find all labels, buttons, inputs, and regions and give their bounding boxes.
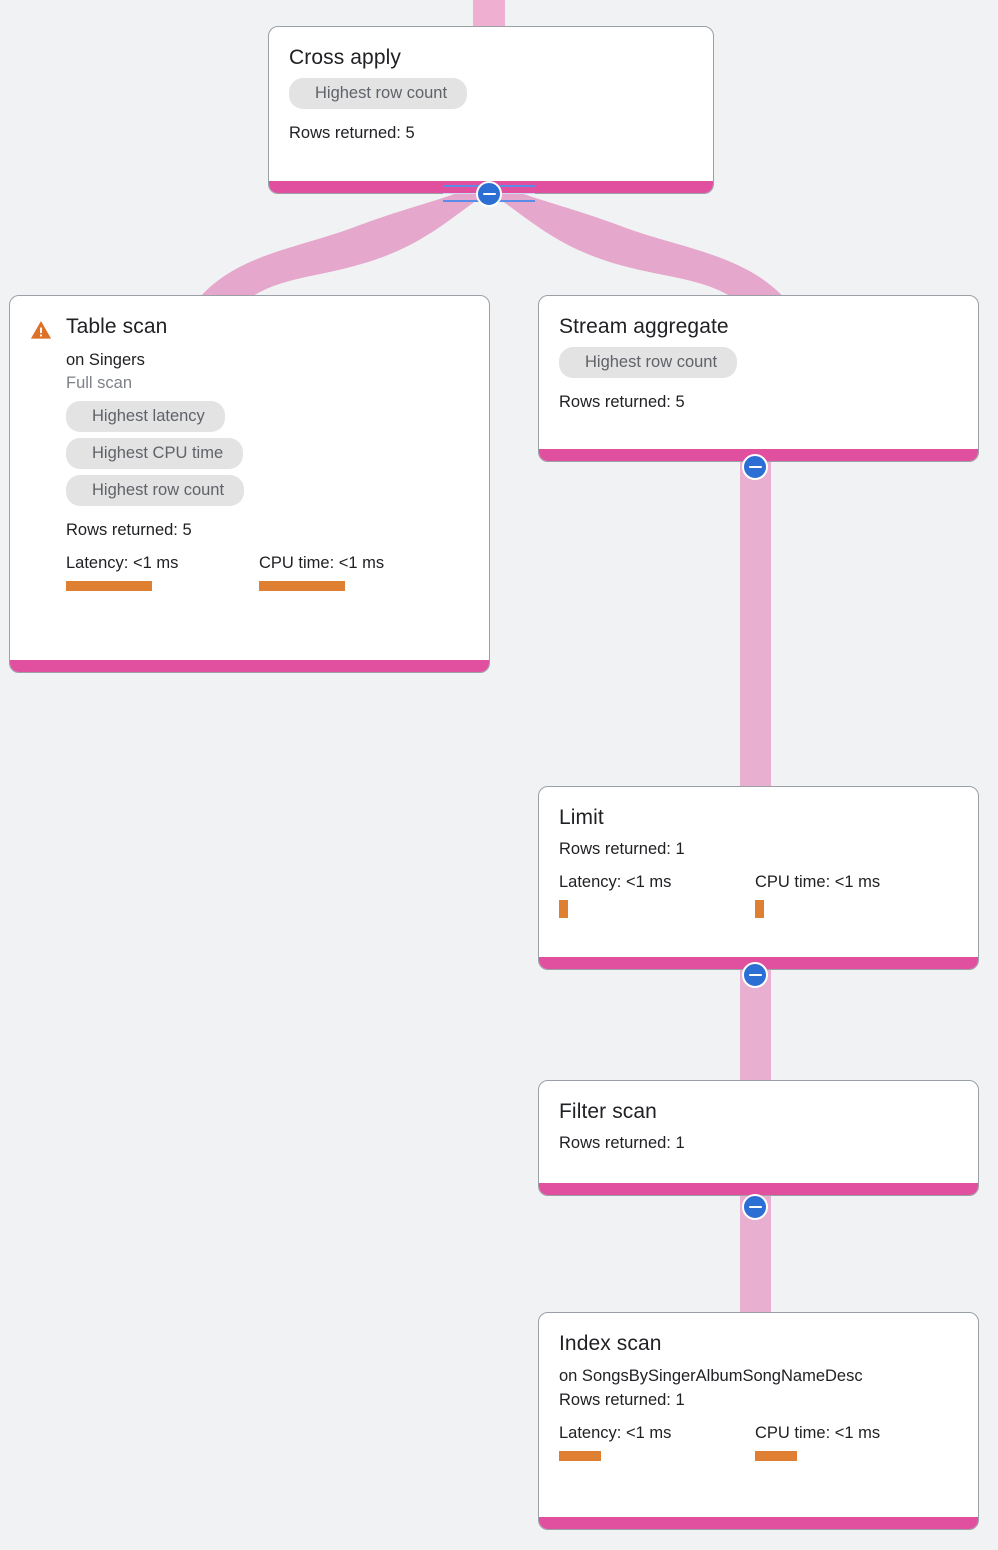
chip-highest-row-count: Highest row count: [289, 78, 468, 109]
node-title-row: Stream aggregate: [559, 314, 958, 340]
node-rows-returned: Rows returned: 1: [559, 1134, 685, 1152]
node-title-row: Cross apply: [289, 45, 693, 71]
node-chip-list: Highest latency Highest CPU time Highest…: [66, 401, 469, 512]
metric-latency-label: Latency: <1 ms: [559, 1424, 672, 1442]
chip-highest-row-count: Highest row count: [559, 347, 738, 378]
warning-triangle-icon: [30, 321, 52, 339]
node-body: Cross apply Highest row count Rows retur…: [269, 27, 713, 181]
metric-latency: Latency: <1 ms: [559, 872, 755, 918]
node-metrics: Latency: <1 ms CPU time: <1 ms: [66, 553, 469, 591]
node-target: on Singers: [66, 351, 145, 369]
minus-circle-icon: [748, 465, 762, 469]
metric-latency-bar: [559, 900, 568, 918]
metric-latency-bar: [66, 581, 152, 591]
node-body: Table scan on Singers Full scan Highest …: [10, 296, 489, 660]
edge-cross-apply-to-table-scan: [190, 186, 489, 310]
metric-latency: Latency: <1 ms: [559, 1423, 755, 1461]
node-footer-bar: [539, 1183, 978, 1195]
metric-cpu-time-label: CPU time: <1 ms: [755, 1424, 881, 1442]
minus-circle-icon: [748, 1205, 762, 1209]
node-metrics: Latency: <1 ms CPU time: <1 ms: [559, 1423, 958, 1461]
node-body: Index scan on SongsBySingerAlbumSongName…: [539, 1313, 978, 1517]
edge-stream-aggregate-to-limit: [740, 455, 771, 795]
node-title: Table scan: [66, 315, 168, 338]
node-rows-returned: Rows returned: 1: [559, 840, 685, 858]
node-footer-bar: [539, 1517, 978, 1529]
plan-node-filter-scan[interactable]: Filter scan Rows returned: 1: [538, 1080, 979, 1196]
minus-circle-icon: [482, 192, 496, 196]
node-rows-returned: Rows returned: 5: [559, 393, 685, 411]
node-metrics: Latency: <1 ms CPU time: <1 ms: [559, 872, 958, 918]
metric-cpu-time-bar: [755, 1451, 797, 1461]
collapse-button-limit[interactable]: [742, 962, 768, 988]
node-title-row: Index scan: [559, 1331, 958, 1357]
node-chip-list: Highest row count: [559, 347, 958, 384]
metric-cpu-time-label: CPU time: <1 ms: [259, 554, 385, 572]
node-title-row: Table scan: [30, 314, 469, 341]
collapse-button-filter-scan[interactable]: [742, 1194, 768, 1220]
metric-cpu-time-bar: [755, 900, 764, 918]
plan-node-index-scan[interactable]: Index scan on SongsBySingerAlbumSongName…: [538, 1312, 979, 1530]
node-chip-list: Highest row count: [289, 78, 693, 115]
node-title-row: Filter scan: [559, 1099, 958, 1125]
node-footer-bar: [10, 660, 489, 672]
edge-cross-apply-to-stream-aggregate: [489, 186, 794, 310]
metric-latency-label: Latency: <1 ms: [66, 554, 179, 572]
node-title: Stream aggregate: [559, 315, 729, 338]
node-target: on SongsBySingerAlbumSongNameDesc: [559, 1367, 863, 1385]
metric-cpu-time-label: CPU time: <1 ms: [755, 873, 881, 891]
collapse-button-stream-aggregate[interactable]: [742, 454, 768, 480]
node-title: Filter scan: [559, 1100, 657, 1123]
metric-latency: Latency: <1 ms: [66, 553, 259, 591]
plan-node-stream-aggregate[interactable]: Stream aggregate Highest row count Rows …: [538, 295, 979, 462]
node-rows-returned: Rows returned: 5: [289, 124, 415, 142]
node-title: Cross apply: [289, 46, 401, 69]
chip-highest-row-count: Highest row count: [66, 475, 245, 506]
minus-circle-icon: [748, 973, 762, 977]
node-rows-returned: Rows returned: 5: [66, 521, 192, 539]
metric-cpu-time: CPU time: <1 ms: [755, 1423, 880, 1461]
node-detail-block: on Singers Full scan Highest latency Hig…: [30, 349, 469, 591]
node-title-row: Limit: [559, 805, 958, 831]
node-body: Stream aggregate Highest row count Rows …: [539, 296, 978, 449]
node-title: Index scan: [559, 1332, 662, 1355]
metric-cpu-time-bar: [259, 581, 345, 591]
metric-latency-bar: [559, 1451, 601, 1461]
chip-highest-latency: Highest latency: [66, 401, 225, 432]
metric-cpu-time: CPU time: <1 ms: [259, 553, 384, 591]
node-title: Limit: [559, 806, 604, 829]
node-rows-returned: Rows returned: 1: [559, 1391, 685, 1409]
plan-node-cross-apply[interactable]: Cross apply Highest row count Rows retur…: [268, 26, 714, 194]
collapse-button-cross-apply[interactable]: [476, 181, 502, 207]
plan-node-limit[interactable]: Limit Rows returned: 1 Latency: <1 ms CP…: [538, 786, 979, 970]
node-body: Filter scan Rows returned: 1: [539, 1081, 978, 1183]
plan-node-table-scan[interactable]: Table scan on Singers Full scan Highest …: [9, 295, 490, 673]
metric-latency-label: Latency: <1 ms: [559, 873, 672, 891]
metric-cpu-time: CPU time: <1 ms: [755, 872, 880, 918]
node-scan-type: Full scan: [66, 374, 133, 392]
node-body: Limit Rows returned: 1 Latency: <1 ms CP…: [539, 787, 978, 957]
chip-highest-cpu-time: Highest CPU time: [66, 438, 244, 469]
